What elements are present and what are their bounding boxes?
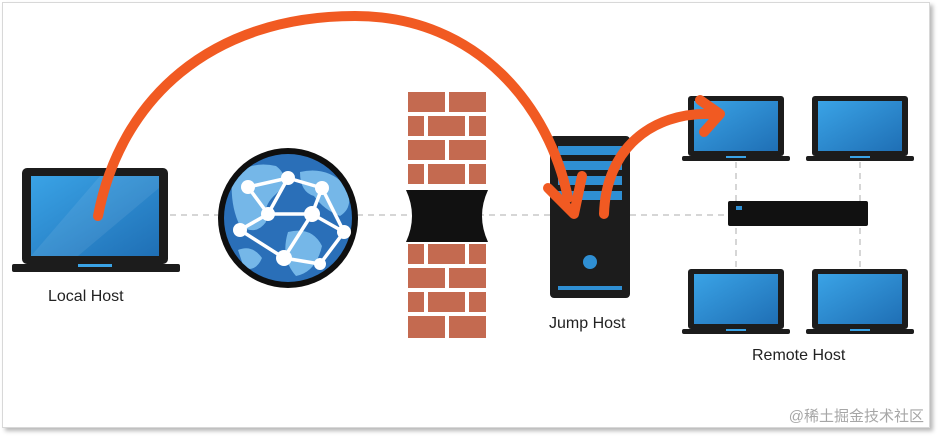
arrow-jump-to-remote-head (695, 95, 725, 137)
remote-laptop-top-left-icon (682, 96, 790, 161)
remote-laptop-top-right-icon (806, 96, 914, 161)
globe-network-icon (218, 148, 358, 288)
ssh-arrows (93, 11, 725, 221)
firewall-icon (406, 90, 488, 342)
jump-host-label: Jump Host (549, 315, 626, 332)
watermark: @稀土掘金技术社区 (788, 408, 924, 425)
remote-laptop-bottom-left-icon (682, 269, 790, 334)
switch-icon (728, 201, 868, 226)
remote-laptop-bottom-right-icon (806, 269, 914, 334)
arrow-local-to-jump (93, 11, 573, 221)
arrow-local-to-jump-head (543, 171, 587, 219)
remote-host-label: Remote Host (752, 347, 846, 364)
connection-lines (170, 162, 861, 270)
arrow-jump-to-remote (599, 108, 717, 219)
local-host-label: Local Host (48, 288, 124, 305)
